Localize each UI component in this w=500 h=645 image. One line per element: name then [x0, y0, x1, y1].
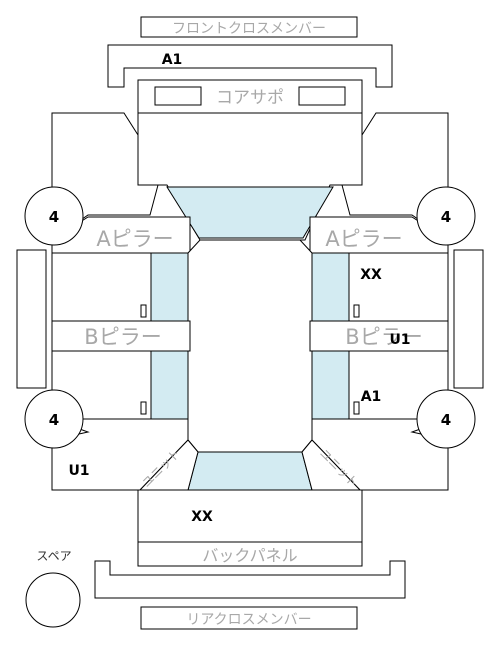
wheel-rear-left[interactable] [24, 389, 84, 449]
front-bumper-bracket[interactable] [107, 44, 393, 88]
roof-panel[interactable] [187, 239, 313, 453]
rear-window[interactable] [187, 451, 313, 491]
rear-quarter-left[interactable] [51, 418, 189, 491]
door-handle-front-left [140, 304, 147, 318]
back-panel-label: バックパネル [202, 546, 297, 565]
front-cross-member-label: フロントクロスメンバー [172, 21, 326, 37]
wheel-rear-right[interactable] [416, 389, 476, 449]
headlight-right [298, 86, 346, 106]
wheel-front-left-value: 4 [49, 208, 59, 226]
code-right-b-pillar: U1 [389, 332, 410, 348]
window-front-right[interactable] [311, 252, 350, 322]
code-right-front-door: XX [360, 267, 382, 283]
wheel-front-left[interactable] [24, 186, 84, 246]
trunk-lid[interactable] [137, 489, 363, 543]
window-rear-left[interactable] [150, 350, 189, 420]
headlight-left [154, 86, 202, 106]
window-front-left[interactable] [150, 252, 189, 322]
code-front-cross-member: A1 [162, 52, 183, 68]
door-handle-rear-left [140, 401, 147, 415]
b-pillar-right-label: Bピラー [345, 325, 422, 349]
b-pillar-left-label: Bピラー [84, 325, 161, 349]
side-sill-right[interactable] [453, 249, 484, 389]
side-sill-left[interactable] [16, 249, 47, 389]
wheel-rear-right-value: 4 [441, 411, 451, 429]
rear-quarter-right[interactable] [311, 418, 449, 491]
window-rear-right[interactable] [311, 350, 350, 420]
code-right-rear-door: A1 [361, 389, 382, 405]
spare-label: スペア [36, 549, 71, 563]
door-handle-rear-right [353, 401, 360, 415]
wheel-front-right-value: 4 [441, 208, 451, 226]
code-trunk: XX [191, 509, 213, 525]
b-pillar-left[interactable] [51, 320, 191, 352]
wheel-rear-left-value: 4 [49, 411, 59, 429]
back-panel[interactable] [137, 541, 363, 567]
rear-cross-member-label: リアクロスメンバー [186, 612, 311, 628]
spare-tire[interactable] [25, 572, 81, 628]
door-handle-front-right [353, 304, 360, 318]
rear-cross-member-box[interactable] [140, 606, 358, 630]
b-pillar-right[interactable] [309, 320, 449, 352]
core-support-label: コアサポ [216, 88, 284, 108]
code-left-rear-quarter: U1 [68, 463, 89, 479]
wheel-front-right[interactable] [416, 186, 476, 246]
a-pillar-right-label: Aピラー [325, 227, 402, 251]
front-cross-member-box[interactable] [140, 16, 358, 38]
a-pillar-left-label: Aピラー [96, 227, 173, 251]
rear-bumper-bracket[interactable] [94, 560, 406, 599]
